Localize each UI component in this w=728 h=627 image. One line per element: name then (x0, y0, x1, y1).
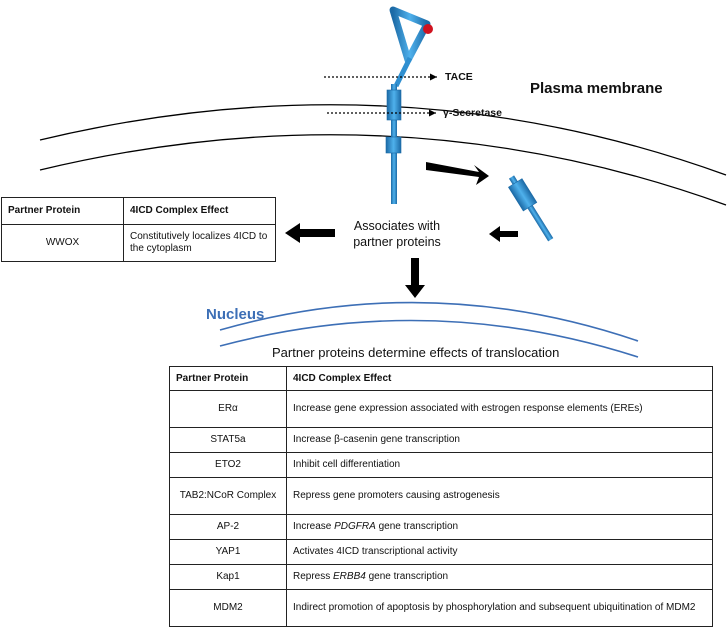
arrow-to-nucleus (405, 258, 425, 298)
table-row: AP-2 Increase PDGFRA gene transcription (169, 514, 713, 540)
cell-protein: Kap1 (169, 564, 287, 590)
header-complex-effect: 4ICD Complex Effect (123, 197, 276, 225)
nuclear-partner-table: Partner Protein 4ICD Complex Effect ERα … (169, 366, 713, 627)
table-row: YAP1 Activates 4ICD transcriptional acti… (169, 539, 713, 565)
nuclear-envelope-inner (219, 319, 639, 358)
cell-protein: AP-2 (169, 514, 287, 540)
gene-name: ERBB4 (333, 571, 366, 582)
cell-effect: Repress ERBB4 gene transcription (286, 564, 713, 590)
table-header-row: Partner Protein 4ICD Complex Effect (169, 366, 713, 391)
cell-protein: TAB2:NCoR Complex (169, 477, 287, 515)
released-4icd-fragment (508, 175, 554, 242)
arrow-center-to-small-table (285, 223, 335, 243)
effect-pre: Repress (293, 571, 334, 582)
cell-effect: Increase β-casenin gene transcription (286, 427, 713, 453)
gamma-secretase-label: γ-Secretase (443, 107, 502, 119)
cell-protein: MDM2 (169, 589, 287, 627)
cell-protein: WWOX (1, 224, 124, 262)
header-partner-protein: Partner Protein (169, 366, 287, 391)
plasma-membrane-outer (39, 104, 727, 176)
gene-name: PDGFRA (334, 521, 376, 532)
nucleus-caption: Partner proteins determine effects of tr… (272, 345, 560, 360)
cell-effect: Increase PDGFRA gene transcription (286, 514, 713, 540)
cell-effect: Increase gene expression associated with… (286, 390, 713, 428)
header-partner-protein: Partner Protein (1, 197, 124, 225)
associates-line-2: partner proteins (353, 235, 441, 249)
effect-post: gene transcription (365, 571, 449, 582)
cell-effect: Constitutively localizes 4ICD to the cyt… (123, 224, 276, 262)
plasma-membrane-label: Plasma membrane (530, 80, 663, 97)
cell-protein: ERα (169, 390, 287, 428)
table-row: MDM2 Indirect promotion of apoptosis by … (169, 589, 713, 627)
cell-effect: Indirect promotion of apoptosis by phosp… (286, 589, 713, 627)
arrow-fragment-to-center (489, 226, 518, 242)
ligand-dot (423, 24, 433, 34)
table-row: Kap1 Repress ERBB4 gene transcription (169, 564, 713, 590)
table-row: ERα Increase gene expression associated … (169, 390, 713, 428)
table-row: WWOX Constitutively localizes 4ICD to th… (1, 224, 276, 262)
effect-post: gene transcription (375, 521, 459, 532)
erbb4-receptor (385, 84, 402, 204)
release-arrow (426, 162, 489, 185)
nucleus-label: Nucleus (206, 306, 265, 323)
cytoplasm-partner-table: Partner Protein 4ICD Complex Effect WWOX… (1, 197, 276, 262)
tace-label: TACE (445, 71, 473, 83)
cell-protein: YAP1 (169, 539, 287, 565)
table-row: TAB2:NCoR Complex Repress gene promoters… (169, 477, 713, 515)
cell-effect: Activates 4ICD transcriptional activity (286, 539, 713, 565)
juxtamembrane-block (385, 136, 402, 154)
cell-effect: Repress gene promoters causing astrogene… (286, 477, 713, 515)
table-row: ETO2 Inhibit cell differentiation (169, 452, 713, 478)
plasma-membrane-inner (39, 134, 727, 206)
cell-effect: Inhibit cell differentiation (286, 452, 713, 478)
header-complex-effect: 4ICD Complex Effect (286, 366, 713, 391)
cell-protein: ETO2 (169, 452, 287, 478)
effect-pre: Increase (293, 521, 335, 532)
cell-protein: STAT5a (169, 427, 287, 453)
associates-text: Associates with partner proteins (332, 218, 462, 250)
table-row: STAT5a Increase β-casenin gene transcrip… (169, 427, 713, 453)
associates-line-1: Associates with (353, 219, 441, 233)
transmembrane-block (386, 89, 402, 121)
receptor-extracellular-domain (389, 6, 433, 88)
nuclear-envelope-outer (219, 301, 639, 342)
table-header-row: Partner Protein 4ICD Complex Effect (1, 197, 276, 225)
